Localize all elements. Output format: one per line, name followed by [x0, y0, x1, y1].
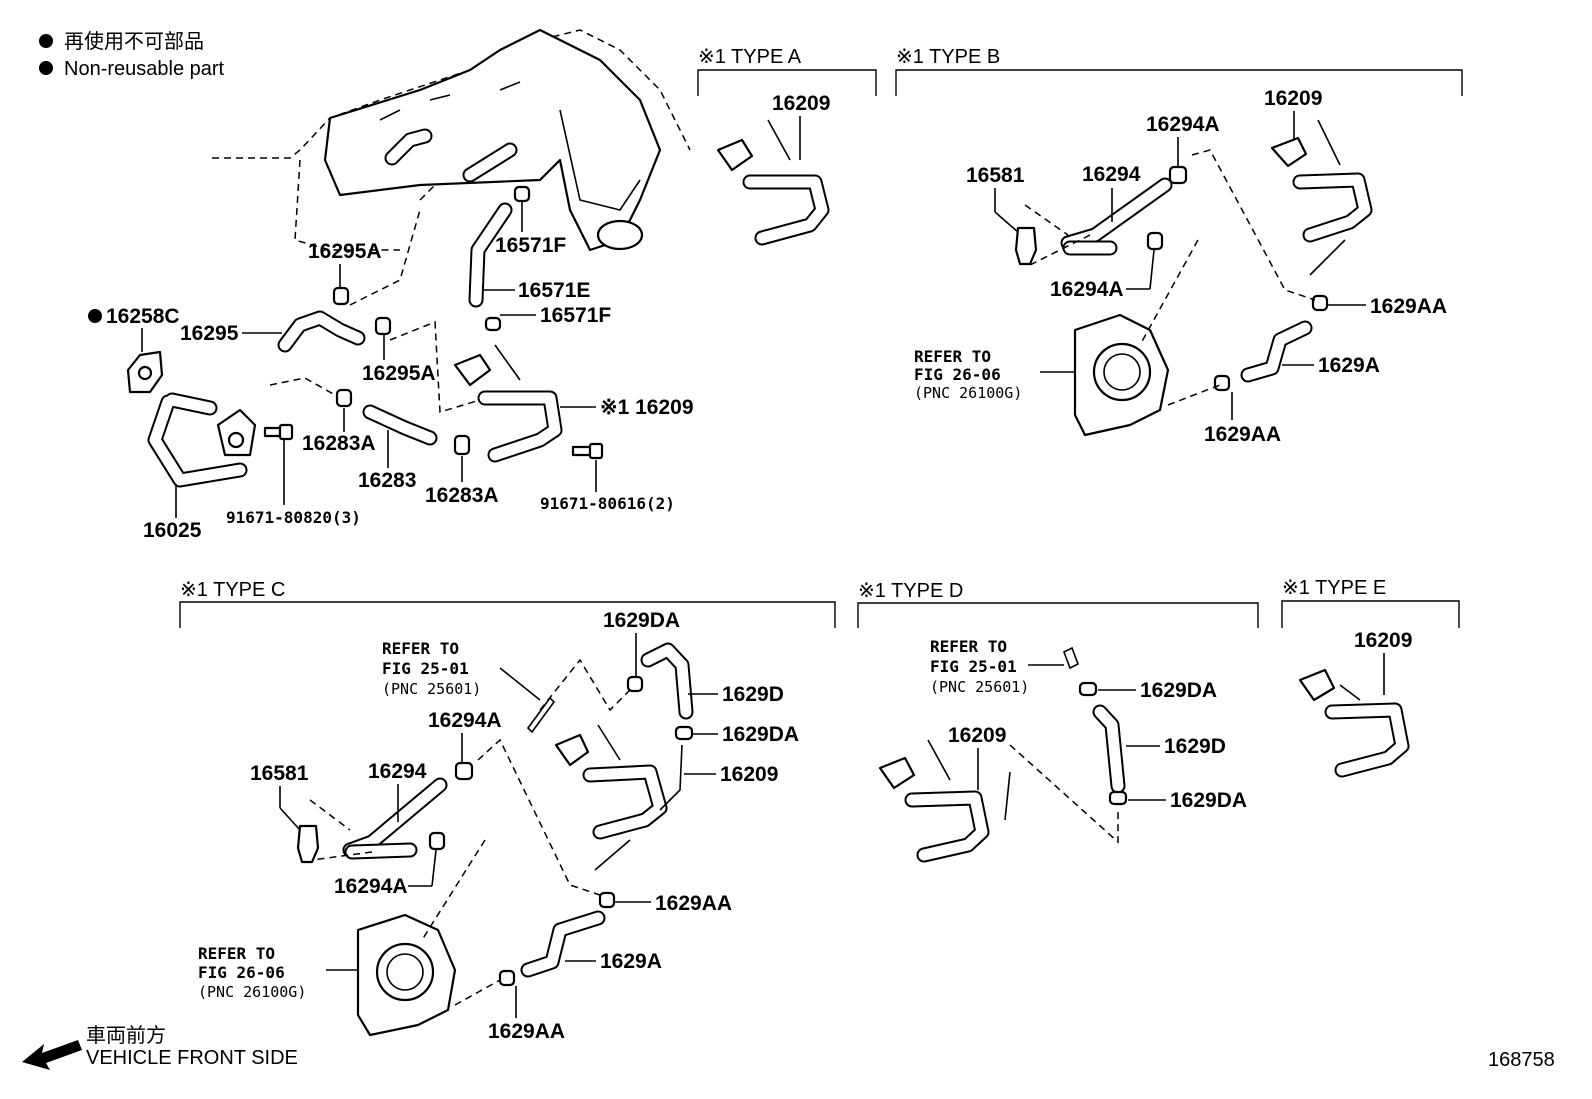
type-c-label-16294a-top: 16294A	[428, 709, 502, 732]
label-bolt-80820: 91671-80820(3)	[226, 508, 361, 527]
type-b-label-1629a: 1629A	[1318, 354, 1380, 377]
label-16283: 16283	[358, 469, 416, 492]
type-c-refer2-l1: REFER TO	[198, 944, 275, 963]
direction-jp: 車両前方	[86, 1024, 166, 1047]
type-d-label-16209: 16209	[948, 724, 1006, 747]
label-16571e: 16571E	[518, 279, 590, 302]
section-type-e: ※1 TYPE E 16209	[1281, 577, 1460, 778]
label-16295a-bottom: 16295A	[362, 362, 436, 385]
label-16295a-top: 16295A	[308, 240, 382, 263]
type-c-refer2-pnc: (PNC 26100G)	[198, 983, 306, 1001]
non-reusable-bullet-icon	[39, 61, 53, 75]
non-reusable-bullet-icon	[39, 34, 53, 48]
figure-id: 168758	[1488, 1049, 1555, 1071]
main-assembly	[126, 28, 691, 488]
type-b-refer-fig: FIG 26-06	[914, 365, 1001, 384]
legend-en: Non-reusable part	[64, 58, 225, 80]
type-c-label-1629da-mid: 1629DA	[722, 723, 799, 746]
main-labels: 16258C 16295A 16295 16295A 16571F 16571E…	[88, 202, 694, 542]
type-b-refer-pnc: (PNC 26100G)	[914, 384, 1022, 402]
type-b-label-16209: 16209	[1264, 87, 1322, 110]
type-d-refer-fig: FIG 25-01	[930, 657, 1017, 676]
section-type-c: ※1 TYPE C REFER TO FIG 25-01 (PNC 25601)	[179, 579, 836, 1043]
label-16283a-right: 16283A	[425, 484, 499, 507]
type-c-label-16294: 16294	[368, 760, 427, 783]
type-c-label-1629aa-bottom: 1629AA	[488, 1020, 565, 1043]
type-b-label-16581: 16581	[966, 164, 1025, 187]
non-reusable-bullet-icon	[88, 309, 102, 323]
type-d-label-1629d: 1629D	[1164, 735, 1226, 758]
label-bolt-80616: 91671-80616(2)	[540, 494, 675, 513]
type-d-title: ※1 TYPE D	[858, 580, 963, 602]
type-d-label-1629da-bottom: 1629DA	[1170, 789, 1247, 812]
label-16283a-left: 16283A	[302, 432, 376, 455]
type-c-label-16581: 16581	[250, 762, 309, 785]
type-b-title: ※1 TYPE B	[896, 46, 1000, 68]
type-c-label-16294a-bottom: 16294A	[334, 875, 408, 898]
type-d-refer-l1: REFER TO	[930, 637, 1007, 656]
type-c-refer2-fig: FIG 26-06	[198, 963, 285, 982]
type-e-label-16209: 16209	[1354, 629, 1412, 652]
legend: 再使用不可部品 Non-reusable part	[39, 30, 225, 80]
label-16209-main: ※1 16209	[600, 396, 694, 419]
type-c-label-1629d: 1629D	[722, 683, 784, 706]
section-type-d: ※1 TYPE D REFER TO FIG 25-01 (PNC 25601)…	[857, 580, 1259, 863]
type-a-label-16209: 16209	[772, 92, 830, 115]
label-16571f-bottom: 16571F	[540, 304, 611, 327]
type-c-label-1629a: 1629A	[600, 950, 662, 973]
vehicle-front-indicator: 車両前方 VEHICLE FRONT SIDE	[22, 1024, 298, 1070]
type-b-label-16294a-top: 16294A	[1146, 113, 1220, 136]
type-d-label-1629da-top: 1629DA	[1140, 679, 1217, 702]
label-16295: 16295	[180, 322, 239, 345]
section-type-b: ※1 TYPE B 16581 16294 16294A 16294A	[895, 46, 1463, 446]
direction-en: VEHICLE FRONT SIDE	[86, 1047, 298, 1069]
type-c-refer-fig: FIG 25-01	[382, 659, 469, 678]
type-c-label-1629aa-right: 1629AA	[655, 892, 732, 915]
label-16025: 16025	[143, 519, 202, 542]
type-b-label-1629aa-right: 1629AA	[1370, 295, 1447, 318]
type-c-title: ※1 TYPE C	[180, 579, 285, 601]
type-c-refer-l1: REFER TO	[382, 639, 459, 658]
type-c-label-16209: 16209	[720, 763, 778, 786]
type-c-label-1629da-top: 1629DA	[603, 609, 680, 632]
type-b-label-16294a-bottom: 16294A	[1050, 278, 1124, 301]
type-d-refer-pnc: (PNC 25601)	[930, 678, 1029, 696]
legend-jp: 再使用不可部品	[64, 30, 204, 53]
type-b-label-16294: 16294	[1082, 163, 1141, 186]
type-b-refer-l1: REFER TO	[914, 347, 991, 366]
type-c-refer-pnc: (PNC 25601)	[382, 680, 481, 698]
arrow-left-icon	[22, 1040, 82, 1070]
label-16258c: 16258C	[106, 305, 180, 328]
section-type-a: ※1 TYPE A 16209	[697, 46, 877, 246]
engine-block	[323, 28, 662, 252]
type-e-title: ※1 TYPE E	[1282, 577, 1386, 599]
type-a-title: ※1 TYPE A	[698, 46, 802, 68]
label-16571f-top: 16571F	[495, 234, 566, 257]
type-b-label-1629aa-bottom: 1629AA	[1204, 423, 1281, 446]
